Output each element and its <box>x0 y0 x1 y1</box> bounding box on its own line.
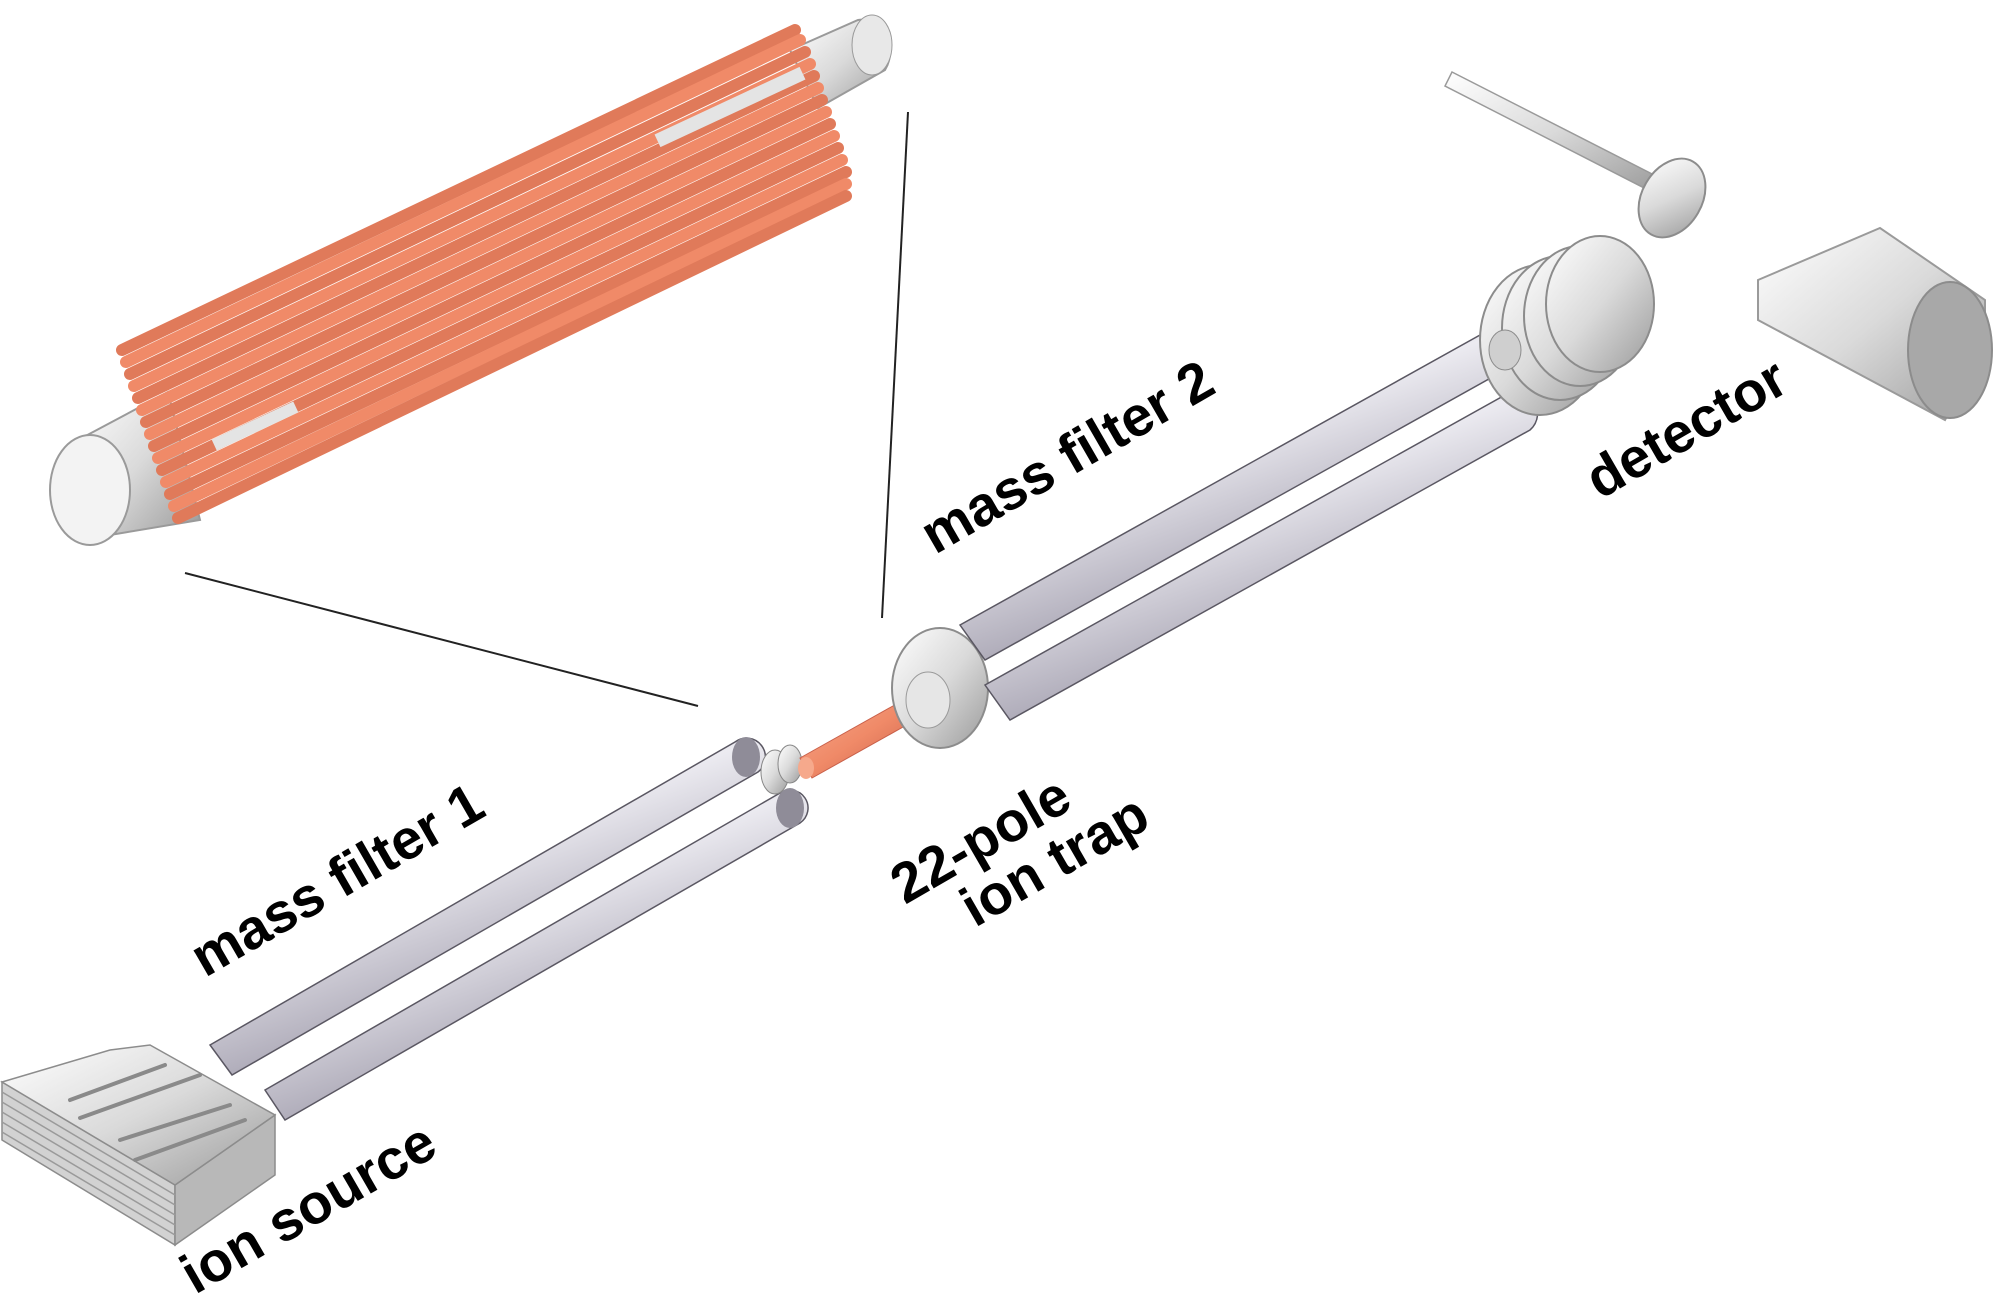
copper-rod <box>132 70 820 404</box>
copper-rods <box>116 24 852 524</box>
copper-rod <box>136 82 824 416</box>
trap-end-tube-near-face <box>49 434 131 546</box>
ion-source-plate-lines <box>1 1091 176 1236</box>
mass-filter-1-rod-upper-end <box>732 737 760 777</box>
zoom-lines <box>184 111 909 707</box>
ion-source-top <box>0 1044 277 1186</box>
mass-filter-2-rear-lens-hole <box>1488 329 1522 371</box>
detector-dynode-rod <box>1443 70 1662 193</box>
copper-rod <box>164 166 852 500</box>
copper-rod <box>168 178 852 512</box>
labels: mass filter 1 mass filter 2 22-pole ion … <box>170 345 1798 1299</box>
copper-rod <box>148 118 836 452</box>
mass-filter-1-rod-lower-end <box>776 788 804 828</box>
copper-rod <box>152 130 840 464</box>
lens-element <box>777 744 803 784</box>
copper-rod <box>144 106 832 440</box>
trap-gap-window <box>654 66 806 148</box>
mass-filter-1 <box>208 737 809 1122</box>
copper-rod <box>160 154 848 488</box>
copper-rod <box>172 190 852 524</box>
label-mass-filter-1: mass filter 1 <box>180 770 495 988</box>
ion-source-electrode-pattern <box>68 1063 247 1162</box>
detector-cylinder-face <box>1907 281 1993 419</box>
trap-end-tube-far-face <box>851 14 893 76</box>
trap-inline <box>798 701 913 779</box>
copper-rod <box>124 46 811 380</box>
trap-enlarged-view <box>49 14 893 546</box>
trap-gap-window <box>211 401 299 451</box>
trap-inline-body <box>799 701 913 779</box>
copper-rod <box>116 24 801 356</box>
mass-filter-2 <box>891 235 1655 749</box>
zoom-line-left <box>184 572 699 707</box>
detector-dynode-disk <box>1637 157 1707 239</box>
mass-filter-2-rear-lens <box>1545 235 1655 373</box>
copper-rod <box>120 34 806 368</box>
copper-rod <box>140 94 828 428</box>
ion-source <box>0 1044 277 1247</box>
mass-filter-2-front-flange-inner <box>905 671 951 729</box>
trap-inline-end <box>798 757 814 779</box>
detector-assembly <box>1443 70 1993 422</box>
zoom-line-right <box>881 111 909 619</box>
